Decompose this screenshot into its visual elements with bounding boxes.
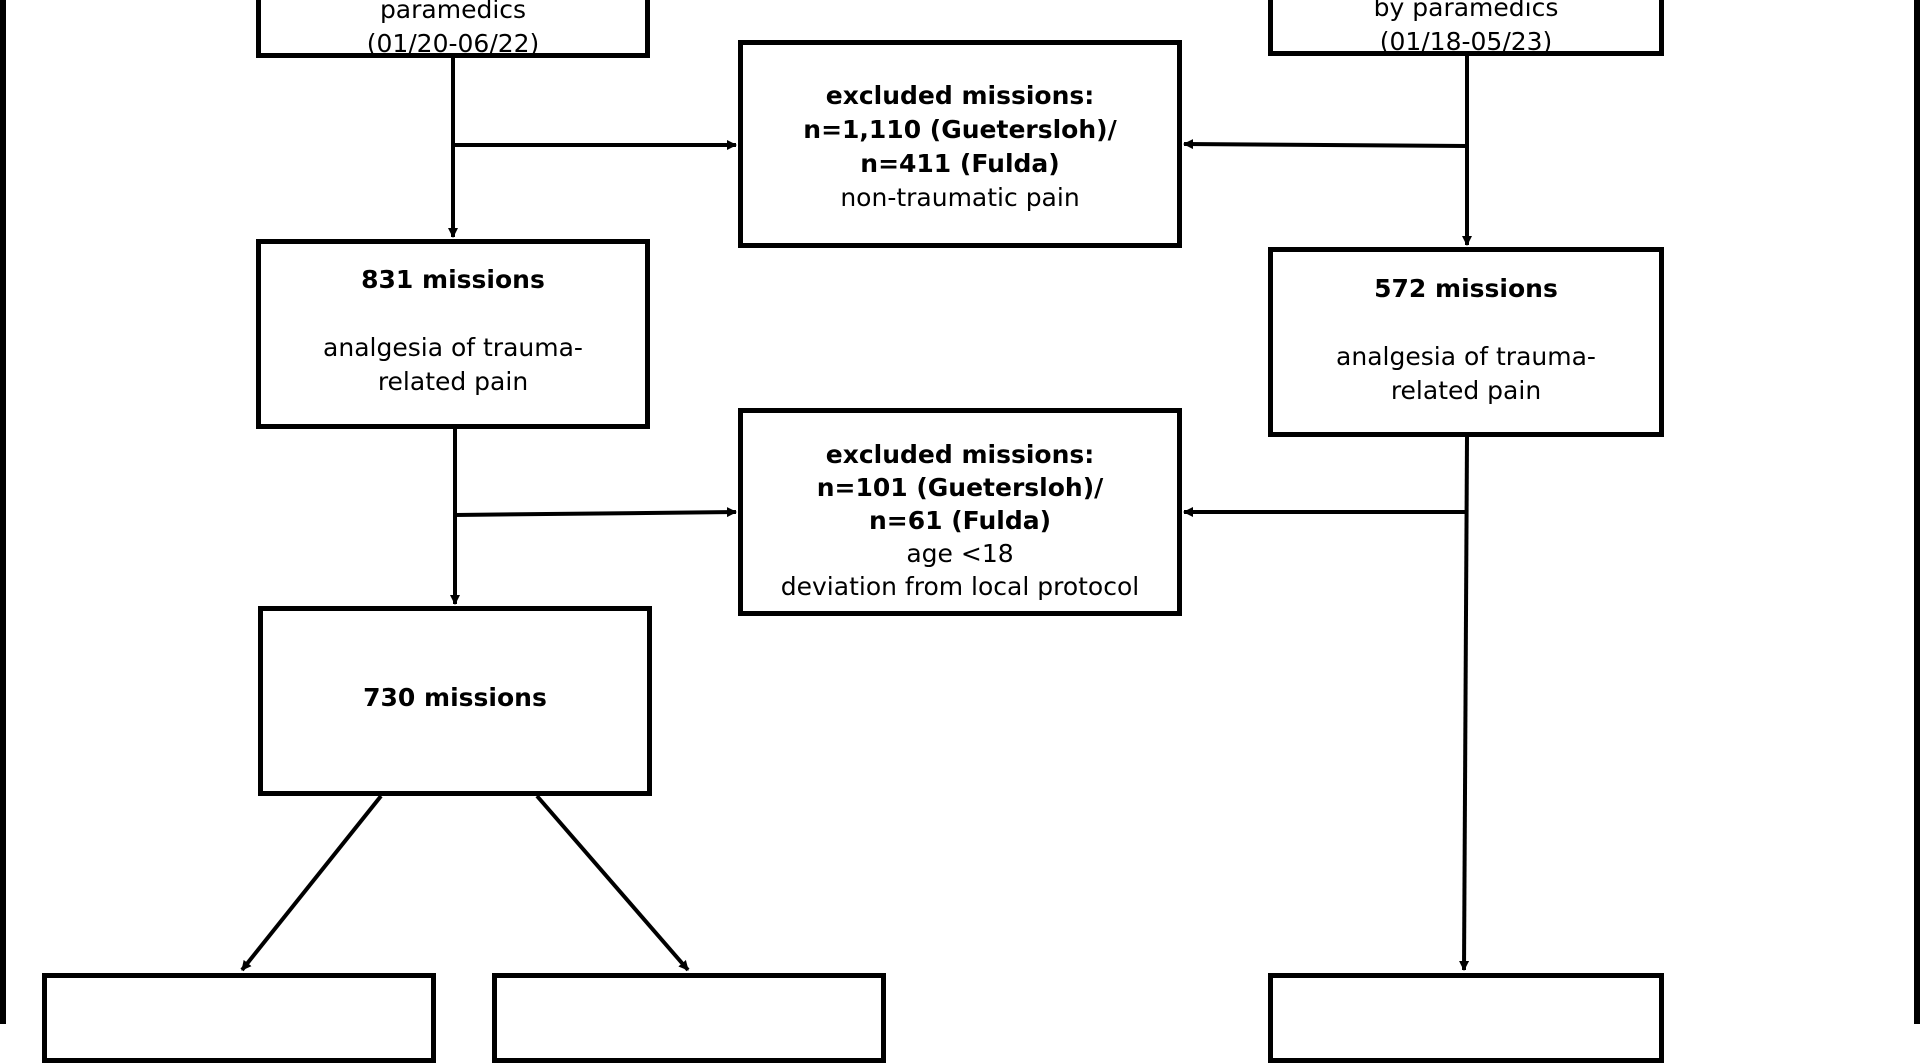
missions-730-box: 730 missions — [258, 606, 652, 796]
excluded-2-fulda: n=61 (Fulda) — [868, 506, 1052, 535]
top-right-dates: (01/18-05/23) — [1379, 27, 1553, 56]
flow-arrows — [240, 56, 1472, 972]
missions-831-desc-2: related pain — [377, 367, 529, 396]
top-left-box: paramedics (01/20-06/22) — [256, 0, 650, 58]
arrow-572-to-bottom-3 — [1459, 436, 1470, 971]
excluded-1-reason: non-traumatic pain — [840, 183, 1080, 212]
missions-831-desc-1: analgesia of trauma- — [323, 333, 583, 362]
arrow-730-to-bottom-1 — [240, 794, 383, 972]
excluded-1-heading: excluded missions: — [825, 81, 1095, 110]
missions-831-title: 831 missions — [361, 265, 545, 294]
arrow-right-to-excluded-1 — [1183, 139, 1468, 150]
arrow-left-to-excluded-2 — [454, 507, 737, 518]
top-left-line1: paramedics — [379, 0, 527, 24]
excluded-2-protocol: deviation from local protocol — [780, 572, 1140, 601]
top-left-dates: (01/20-06/22) — [366, 29, 540, 58]
excluded-missions-box-2: excluded missions: n=101 (Guetersloh)/ n… — [738, 408, 1182, 616]
missions-831-box: 831 missions analgesia of trauma- relate… — [256, 239, 650, 429]
excluded-2-age: age <18 — [906, 539, 1014, 568]
missions-572-desc-2: related pain — [1390, 376, 1542, 405]
top-right-line1: by paramedics — [1373, 0, 1559, 22]
missions-572-desc-1: analgesia of trauma- — [1336, 342, 1596, 371]
top-right-box: by paramedics (01/18-05/23) — [1268, 0, 1664, 56]
excluded-2-guetersloh: n=101 (Guetersloh)/ — [816, 473, 1104, 502]
excluded-2-heading: excluded missions: — [825, 440, 1095, 469]
diagram-frame — [0, 0, 1920, 1024]
excluded-1-guetersloh: n=1,110 (Guetersloh)/ — [803, 115, 1117, 144]
missions-730-title: 730 missions — [363, 683, 547, 712]
excluded-1-fulda: n=411 (Fulda) — [860, 149, 1060, 178]
arrow-730-to-bottom-2 — [535, 794, 690, 972]
missions-572-box: 572 missions analgesia of trauma- relate… — [1268, 247, 1664, 437]
excluded-missions-box-1: excluded missions: n=1,110 (Guetersloh)/… — [738, 40, 1182, 248]
missions-572-title: 572 missions — [1374, 274, 1558, 303]
